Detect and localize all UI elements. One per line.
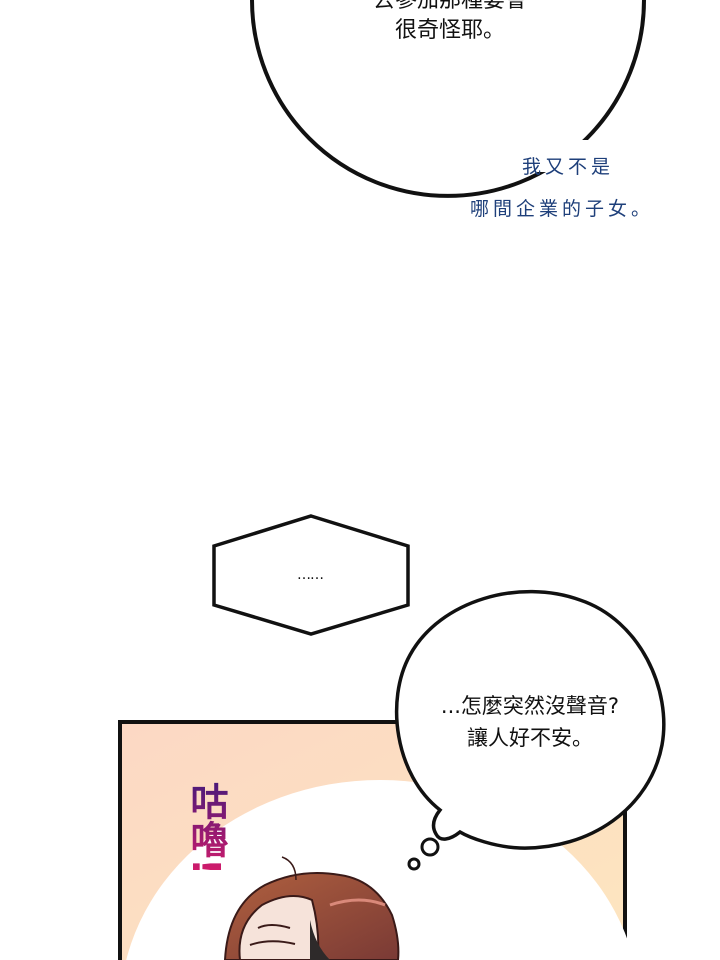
- speech-bubble-top: 去參加那種宴會 很奇怪耶。: [300, 0, 600, 46]
- hexagon-bubble-text: ……: [297, 567, 324, 583]
- speech-bubble-top-outline: [250, 0, 646, 198]
- thought-bubble: ...怎麼突然沒聲音? 讓人好不安。: [405, 690, 655, 754]
- thought-line-2: 讓人好不安。: [467, 726, 593, 750]
- speech-line-2: 很奇怪耶。: [394, 18, 505, 43]
- speech-line-1: 去參加那種宴會: [372, 0, 527, 13]
- character-head: [223, 856, 400, 960]
- thought-line-1: ...怎麼突然沒聲音?: [440, 694, 620, 718]
- sound-effect-gulp: 咕嚕!: [184, 782, 228, 876]
- handwritten-aside-line-2: 哪間企業的子女。: [470, 198, 655, 220]
- handwritten-aside-line-1: 我又不是: [522, 156, 615, 178]
- thought-bubble-outline: [394, 589, 666, 871]
- hexagon-bubble-outline: [212, 514, 410, 636]
